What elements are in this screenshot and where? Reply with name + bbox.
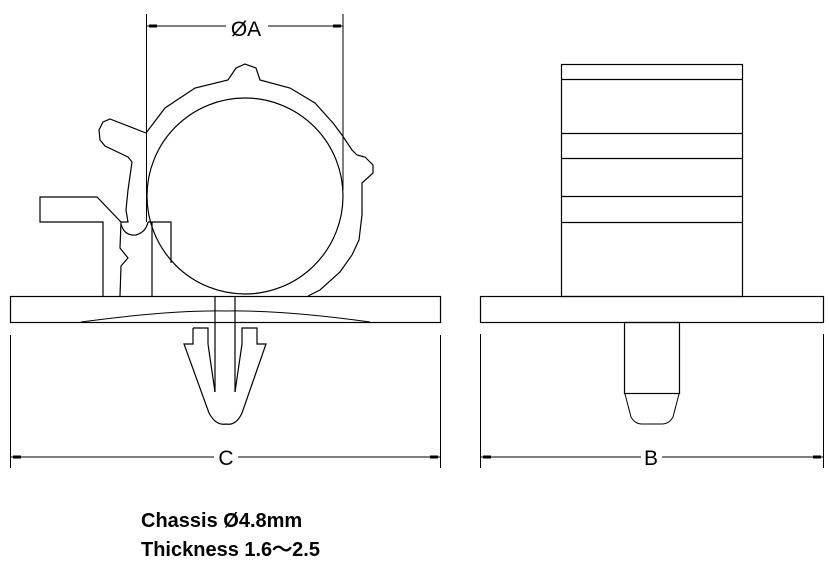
dimension-c-label: C: [218, 447, 233, 470]
base-plate-side: [479, 295, 825, 324]
cable-circle: [146, 97, 344, 295]
body-section-lines: [561, 78, 742, 224]
plate-curve: [80, 310, 371, 323]
barb-anchor: [183, 327, 267, 425]
dimension-a-label: ØA: [231, 18, 261, 41]
front-view: ØA C: [9, 14, 442, 470]
dimension-b-label: B: [644, 447, 658, 470]
chassis-note: Chassis Ø4.8mm: [141, 510, 302, 532]
base-plate-front: [9, 295, 442, 324]
dimension-a: ØA: [146, 14, 344, 222]
side-view: B: [479, 63, 825, 470]
pin-tip: [624, 393, 680, 425]
clip-lever: [39, 118, 147, 296]
thickness-note: Thickness 1.6～2.5: [141, 539, 320, 561]
dimension-c: C: [10, 335, 441, 470]
clip-hook: [119, 221, 149, 297]
stem: [214, 296, 236, 392]
clip-body-side: [560, 63, 744, 298]
clip-post: [148, 221, 172, 296]
clip-ring-outer: [145, 63, 374, 297]
dimension-b: B: [480, 334, 824, 470]
pin-side: [623, 321, 681, 395]
